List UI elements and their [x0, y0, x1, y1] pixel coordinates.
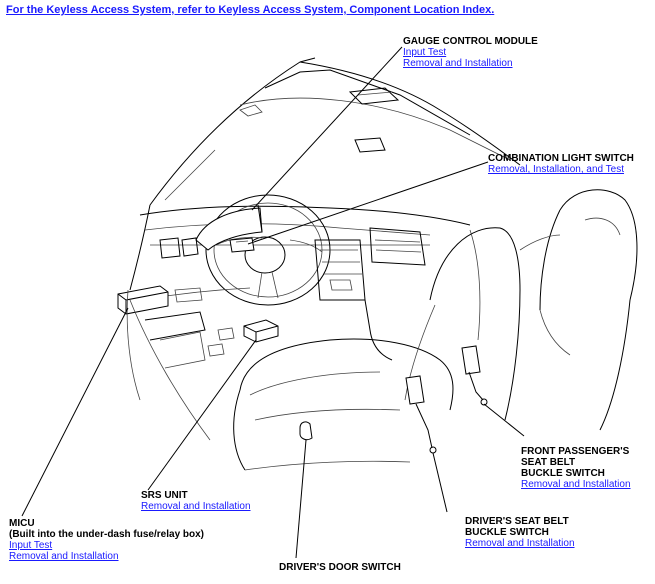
drivers-door-switch-title: DRIVER'S DOOR SWITCH	[279, 562, 401, 573]
callout-micu: MICU (Built into the under-dash fuse/rel…	[9, 518, 204, 562]
front-passenger-title-line-2: SEAT BELT	[521, 457, 576, 468]
micu-subtitle: (Built into the under-dash fuse/relay bo…	[9, 529, 205, 540]
callout-drivers-door-switch: DRIVER'S DOOR SWITCH	[279, 562, 401, 573]
front-passenger-title-line-1: FRONT PASSENGER'S	[521, 446, 630, 457]
micu-title: MICU	[9, 518, 35, 529]
combination-removal-installation-test-link[interactable]: Removal, Installation, and Test	[488, 164, 625, 175]
callout-gauge-control-module: GAUGE CONTROL MODULE Input Test Removal …	[403, 36, 538, 69]
drivers-seat-belt-removal-installation-link[interactable]: Removal and Installation	[465, 538, 575, 549]
keyless-access-reference-link[interactable]: For the Keyless Access System, refer to …	[6, 4, 495, 16]
callout-front-passenger-buckle-switch: FRONT PASSENGER'S SEAT BELT BUCKLE SWITC…	[521, 446, 631, 490]
drivers-seat-belt-title-line-1: DRIVER'S SEAT BELT	[465, 516, 569, 527]
callout-combination-light-switch: COMBINATION LIGHT SWITCH Removal, Instal…	[488, 153, 634, 175]
gauge-input-test-link[interactable]: Input Test	[403, 47, 447, 58]
callout-drivers-seat-belt-buckle-switch: DRIVER'S SEAT BELT BUCKLE SWITCH Removal…	[465, 516, 575, 549]
combination-light-switch-title: COMBINATION LIGHT SWITCH	[488, 153, 634, 164]
drivers-seat-belt-title-line-2: BUCKLE SWITCH	[465, 527, 549, 538]
srs-removal-installation-link[interactable]: Removal and Installation	[141, 501, 251, 512]
front-passenger-title-line-3: BUCKLE SWITCH	[521, 468, 605, 479]
micu-removal-installation-link[interactable]: Removal and Installation	[9, 551, 119, 562]
micu-input-test-link[interactable]: Input Test	[9, 540, 53, 551]
gauge-control-module-title: GAUGE CONTROL MODULE	[403, 36, 538, 47]
callout-srs-unit: SRS UNIT Removal and Installation	[141, 490, 251, 512]
gauge-removal-installation-link[interactable]: Removal and Installation	[403, 58, 513, 69]
srs-unit-title: SRS UNIT	[141, 490, 188, 501]
front-passenger-removal-installation-link[interactable]: Removal and Installation	[521, 479, 631, 490]
